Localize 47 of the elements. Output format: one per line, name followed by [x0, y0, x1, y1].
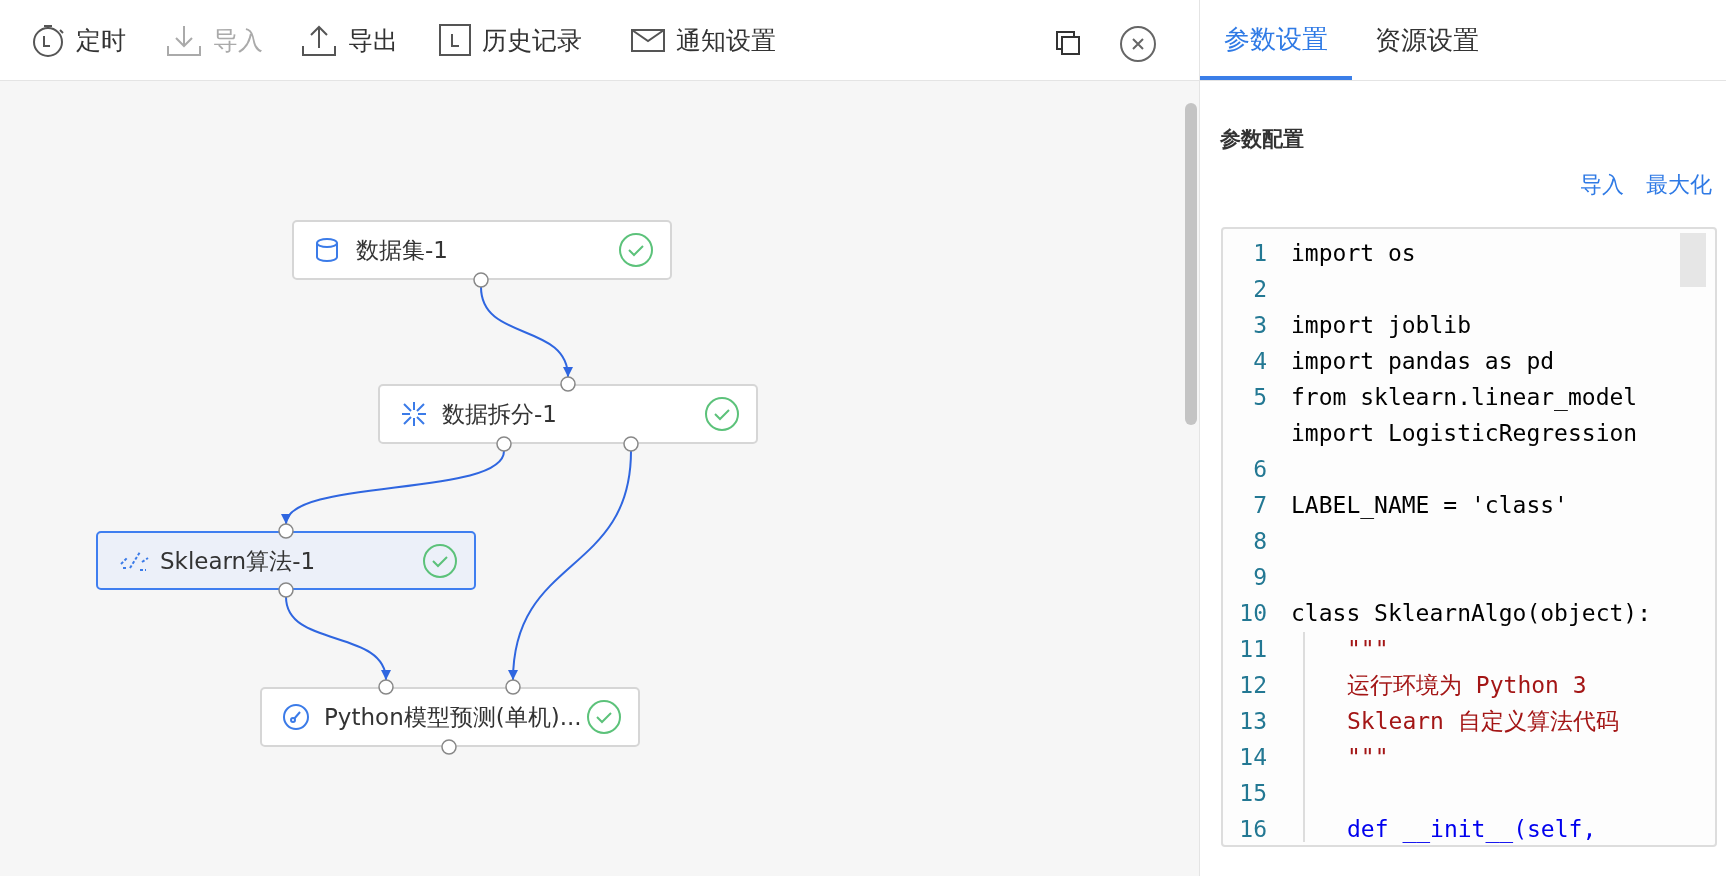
tab: 资源设置	[1352, 0, 1502, 80]
arrow	[480, 286, 572, 378]
code-line: from sklearn.linear_model import LogisticRegression	[1291, 383, 1639, 448]
workflow-node	[292, 220, 672, 280]
toolbar-button: 导入	[165, 22, 263, 58]
line-number: 13	[1238, 707, 1267, 736]
line-number: 8	[1252, 527, 1267, 556]
line-number: 6	[1252, 455, 1267, 484]
section-heading: 参数配置	[1220, 126, 1304, 153]
line-number: 5	[1252, 383, 1267, 412]
line-number: 9	[1252, 563, 1267, 592]
code-line: LABEL_NAME = 'class'	[1291, 491, 1569, 521]
node-label: Sklearn算法-1	[160, 546, 316, 575]
line-number: 2	[1252, 275, 1267, 304]
code-line: """	[1347, 635, 1390, 664]
line-number: 10	[1238, 599, 1267, 628]
link: 导入	[1580, 171, 1624, 199]
line-number: 16	[1238, 815, 1267, 844]
node-label: 数据拆分-1	[442, 399, 557, 429]
arrow	[508, 450, 632, 681]
code-line: import pandas as pd	[1291, 347, 1556, 376]
line-number: 14	[1238, 743, 1267, 772]
line-number: 12	[1238, 671, 1267, 700]
toolbar-button: 通知设置	[630, 22, 776, 58]
toolbar-button: 导出	[300, 22, 398, 58]
toolbar-button: 历史记录	[438, 22, 582, 58]
code-line: 运行环境为 Python 3	[1347, 671, 1588, 700]
code-line: class SklearnAlgo(object):	[1291, 599, 1653, 628]
arrow	[285, 596, 390, 681]
toolbar-button: 定时	[30, 22, 126, 58]
workflow-node	[96, 531, 476, 590]
line-number: 4	[1252, 347, 1267, 376]
link: 最大化	[1646, 171, 1712, 199]
code-line: """	[1347, 743, 1390, 772]
line-number: 3	[1252, 311, 1267, 340]
workflow-node	[378, 384, 758, 444]
code-line: import os	[1291, 239, 1417, 268]
line-number: 15	[1238, 779, 1267, 808]
code-line: def __init__(self,	[1347, 815, 1598, 845]
node-label: Python模型预测(单机)...	[324, 702, 582, 732]
node-label: 数据集-1	[356, 235, 448, 265]
line-number: 7	[1252, 491, 1267, 520]
line-number: 1	[1252, 239, 1267, 268]
code-line: Sklearn 自定义算法代码	[1347, 707, 1620, 736]
workflow-node	[260, 687, 640, 747]
code-line: import joblib	[1291, 311, 1472, 340]
line-number: 11	[1238, 635, 1267, 664]
